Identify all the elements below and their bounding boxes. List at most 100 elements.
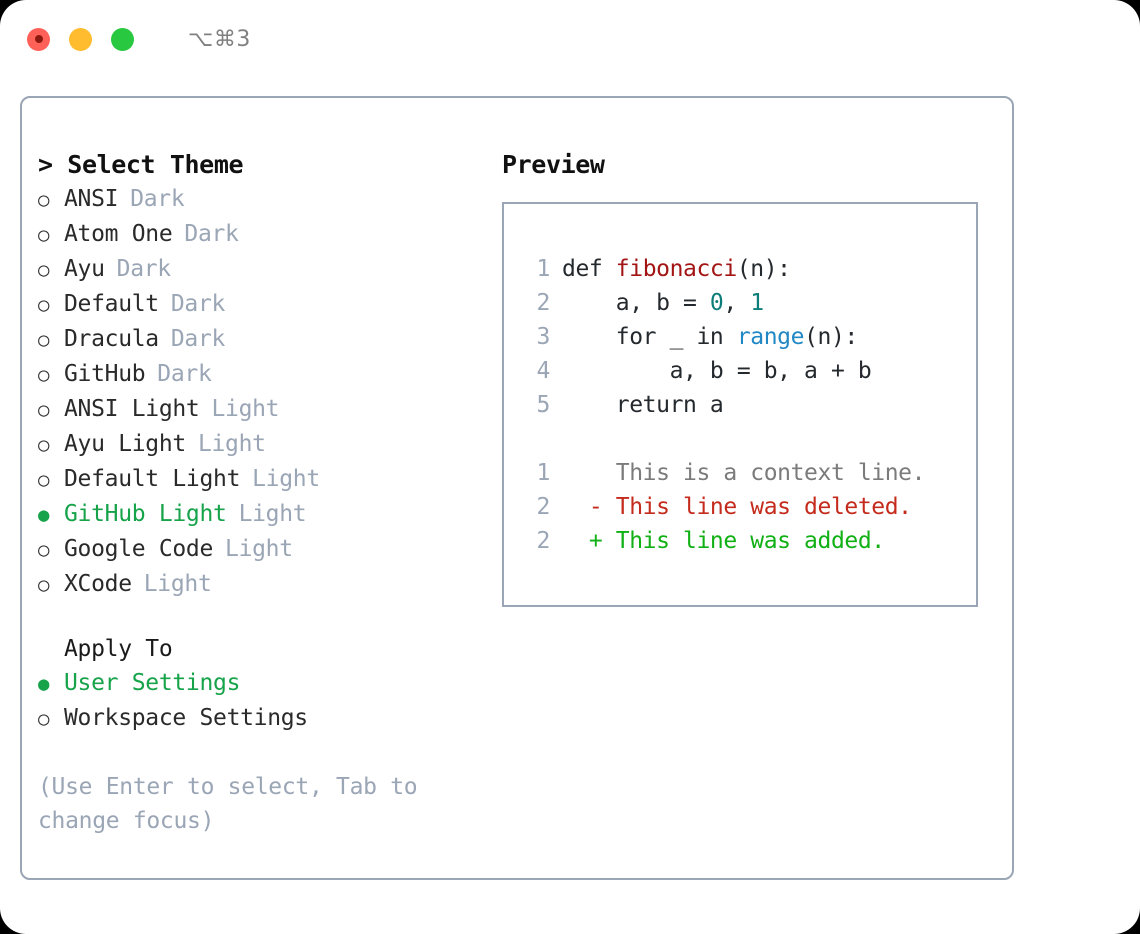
diff-line: 1 This is a context line.: [524, 456, 976, 490]
diff-marker: +: [562, 528, 603, 554]
theme-option-label: XCode: [64, 571, 132, 597]
theme-variant-tag: Light: [238, 501, 307, 527]
maximize-window-button[interactable]: [111, 27, 134, 51]
apply-to-option-1[interactable]: ○ Workspace Settings: [38, 701, 488, 736]
theme-variant-tag: Light: [143, 571, 212, 597]
apply-to-list[interactable]: ● User Settings ○ Workspace Settings: [38, 666, 488, 736]
code-token: a, b =: [562, 290, 710, 316]
code-line: 1 def fibonacci(n):: [524, 252, 976, 286]
theme-variant-tag: Dark: [130, 186, 185, 212]
code-token: (n):: [804, 324, 858, 350]
diff-line-text: This line was deleted.: [602, 494, 912, 520]
diff-line: 2 + This line was added.: [524, 524, 976, 558]
apply-to-option-0[interactable]: ● User Settings: [38, 666, 488, 701]
theme-variant-tag: Dark: [170, 326, 226, 352]
apply-to-option-label: Workspace Settings: [64, 705, 308, 731]
line-number: 2: [536, 528, 551, 554]
code-line-text: a, b = 0, 1: [562, 286, 764, 320]
radio-unselected-icon: ○: [38, 364, 50, 386]
code-line: 4 a, b = b, a + b: [524, 354, 976, 388]
theme-option-1[interactable]: ○ Atom One Dark: [38, 217, 488, 252]
theme-option-label: ANSI Light: [64, 396, 200, 422]
apply-to-option-label: User Settings: [64, 670, 241, 696]
code-line: 5 return a: [524, 388, 976, 422]
theme-option-label: ANSI: [64, 186, 119, 212]
theme-option-label: Default Light: [64, 466, 241, 492]
code-spacer: [524, 422, 976, 456]
theme-variant-tag: Dark: [157, 361, 212, 387]
code-token: 1: [750, 290, 764, 316]
diff-sample: 1 This is a context line. 2 - This line w…: [524, 456, 976, 558]
theme-option-label: GitHub: [64, 361, 146, 387]
theme-option-label: Dracula: [64, 326, 159, 352]
code-token: for _ in: [562, 324, 737, 350]
code-token: ,: [723, 290, 751, 316]
theme-option-label: Ayu Light: [64, 431, 186, 457]
theme-option-label: Atom One: [64, 221, 173, 247]
select-theme-heading: > Select Theme: [38, 150, 244, 179]
theme-option-11[interactable]: ○ XCode Light: [38, 567, 488, 602]
radio-unselected-icon: ○: [38, 329, 50, 351]
title-bar: ⌥⌘3: [0, 0, 1140, 78]
code-token: def: [562, 256, 616, 282]
close-window-button[interactable]: [27, 27, 50, 51]
radio-selected-icon: ●: [38, 673, 50, 695]
code-token: range: [736, 324, 805, 350]
theme-variant-tag: Light: [252, 466, 320, 492]
diff-marker: [562, 456, 602, 490]
traffic-lights: [27, 27, 134, 51]
keyboard-hint-text: (Use Enter to select, Tab to change focu…: [38, 774, 418, 834]
line-number: 1: [536, 256, 551, 282]
line-number: 1: [536, 460, 551, 486]
code-line-text: def fibonacci(n):: [562, 252, 791, 286]
minimize-window-button[interactable]: [69, 27, 92, 51]
radio-unselected-icon: ○: [38, 469, 50, 491]
line-number: 2: [536, 494, 551, 520]
radio-unselected-icon: ○: [38, 539, 50, 561]
theme-option-3[interactable]: ○ Default Dark: [38, 287, 488, 322]
theme-option-label: GitHub Light: [64, 501, 227, 527]
radio-unselected-icon: ○: [38, 708, 50, 730]
code-line-text: for _ in range(n):: [562, 320, 858, 354]
diff-marker: -: [562, 494, 603, 520]
theme-option-9[interactable]: ● GitHub Light Light: [38, 497, 488, 532]
code-line: 3 for _ in range(n):: [524, 320, 976, 354]
code-token: a, b = b, a + b: [562, 358, 872, 384]
theme-option-8[interactable]: ○ Default Light Light: [38, 462, 488, 497]
code-line-text: return a: [562, 388, 724, 422]
theme-option-0[interactable]: ○ ANSI Dark: [38, 182, 488, 217]
code-token: (n):: [736, 256, 791, 282]
radio-unselected-icon: ○: [38, 259, 50, 281]
code-line: 2 a, b = 0, 1: [524, 286, 976, 320]
theme-variant-tag: Dark: [184, 221, 239, 247]
theme-variant-tag: Dark: [116, 256, 172, 282]
radio-unselected-icon: ○: [38, 224, 50, 246]
diff-line-text: This is a context line.: [602, 460, 926, 486]
theme-option-4[interactable]: ○ Dracula Dark: [38, 322, 488, 357]
theme-option-5[interactable]: ○ GitHub Dark: [38, 357, 488, 392]
radio-unselected-icon: ○: [38, 294, 50, 316]
theme-option-label: Default: [64, 291, 159, 317]
radio-unselected-icon: ○: [38, 189, 50, 211]
apply-to-heading: Apply To: [64, 636, 173, 662]
theme-variant-tag: Light: [197, 431, 266, 457]
theme-option-label: Google Code: [64, 536, 214, 562]
diff-line-text: This line was added.: [602, 528, 885, 554]
theme-variant-tag: Dark: [170, 291, 226, 317]
radio-unselected-icon: ○: [38, 399, 50, 421]
radio-unselected-icon: ○: [38, 574, 50, 596]
theme-option-2[interactable]: ○ Ayu Dark: [38, 252, 488, 287]
radio-selected-icon: ●: [38, 504, 50, 526]
theme-option-label: Ayu: [64, 256, 105, 282]
keyboard-shortcut-label: ⌥⌘3: [188, 26, 251, 52]
